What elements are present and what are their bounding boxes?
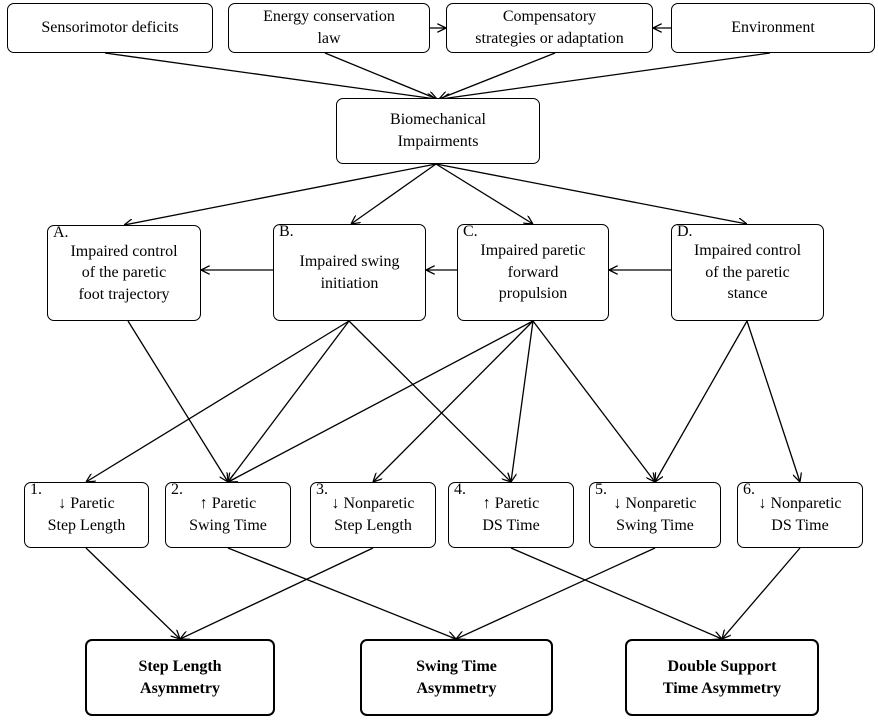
arrow-connector bbox=[746, 320, 800, 482]
gait-param-label: ↓ Paretic Step Length bbox=[47, 495, 126, 534]
outcome-label: Swing Time Asymmetry bbox=[416, 657, 497, 697]
outcome-step-length-asymmetry: Step Length Asymmetry bbox=[85, 639, 275, 716]
arrow-connector bbox=[351, 163, 437, 224]
impairment-label: Impaired control of the paretic stance bbox=[693, 242, 802, 303]
impairment-b-swing-initiation: B. Impaired swing initiation bbox=[273, 224, 426, 321]
gait-param-label: ↑ Paretic DS Time bbox=[482, 495, 540, 534]
impairment-a-foot-trajectory: A. Impaired control of the paretic foot … bbox=[47, 225, 201, 321]
impairment-tag: A. bbox=[53, 224, 69, 241]
arrow-connector bbox=[227, 547, 456, 639]
arrow-connector bbox=[124, 163, 437, 225]
outcome-label: Double Support Time Asymmetry bbox=[662, 657, 782, 697]
arrow-connector bbox=[324, 52, 437, 99]
gait-param-label: ↑ Paretic Swing Time bbox=[189, 495, 267, 534]
gait-param-tag: 2. bbox=[171, 481, 183, 498]
gait-param-4-paretic-ds-time: 4. ↑ Paretic DS Time bbox=[448, 482, 574, 548]
gait-param-1-paretic-step-length: 1. ↓ Paretic Step Length bbox=[24, 482, 149, 548]
factor-environment: Environment bbox=[671, 3, 875, 53]
factor-label: Compensatory strategies or adaptation bbox=[475, 8, 624, 47]
gait-param-label: ↓ Nonparetic Swing Time bbox=[613, 495, 697, 534]
arrow-connector bbox=[85, 547, 180, 639]
arrow-connector bbox=[180, 547, 374, 639]
arrow-connector bbox=[655, 320, 748, 482]
factor-label: Sensorimotor deficits bbox=[41, 19, 179, 37]
arrow-connector bbox=[228, 320, 350, 482]
impairment-c-forward-propulsion: C. Impaired paretic forward propulsion bbox=[457, 224, 609, 321]
gait-param-label: ↓ Nonparetic Step Length bbox=[331, 495, 415, 534]
impairment-d-paretic-stance: D. Impaired control of the paretic stanc… bbox=[671, 224, 824, 321]
outcome-swing-time-asymmetry: Swing Time Asymmetry bbox=[360, 639, 553, 716]
arrow-connector bbox=[456, 547, 656, 639]
factor-label: Energy conservation law bbox=[263, 8, 395, 47]
arrow-connector bbox=[228, 320, 534, 482]
outcome-double-support-asymmetry: Double Support Time Asymmetry bbox=[625, 639, 819, 716]
outcome-label: Step Length Asymmetry bbox=[138, 657, 222, 697]
gait-param-3-nonparetic-step-length: 3. ↓ Nonparetic Step Length bbox=[310, 482, 436, 548]
arrow-connector bbox=[510, 547, 722, 639]
arrow-connector bbox=[441, 52, 771, 99]
arrow-connector bbox=[373, 320, 534, 482]
arrow-connector bbox=[532, 320, 655, 482]
arrow-connector bbox=[348, 320, 511, 482]
center-label: Biomechanical Impairments bbox=[390, 111, 486, 150]
arrow-connector bbox=[127, 320, 228, 482]
factor-sensorimotor-deficits: Sensorimotor deficits bbox=[7, 3, 213, 53]
gait-param-tag: 6. bbox=[743, 481, 755, 498]
gait-param-5-nonparetic-swing-time: 5. ↓ Nonparetic Swing Time bbox=[589, 482, 721, 548]
arrow-connector bbox=[722, 547, 801, 639]
impairment-label: Impaired paretic forward propulsion bbox=[480, 242, 586, 303]
factor-label: Environment bbox=[731, 19, 815, 37]
biomechanical-impairments-node: Biomechanical Impairments bbox=[336, 98, 540, 164]
gait-param-tag: 1. bbox=[30, 481, 42, 498]
gait-param-tag: 5. bbox=[595, 481, 607, 498]
arrow-connector bbox=[86, 320, 350, 482]
arrow-connector bbox=[435, 163, 747, 224]
gait-param-tag: 3. bbox=[316, 481, 328, 498]
arrow-connector bbox=[511, 320, 534, 482]
arrow-connector bbox=[439, 52, 556, 99]
gait-param-6-nonparetic-ds-time: 6. ↓ Nonparetic DS Time bbox=[737, 482, 863, 548]
impairment-tag: C. bbox=[463, 223, 478, 240]
impairment-tag: B. bbox=[279, 223, 294, 240]
gait-param-label: ↓ Nonparetic DS Time bbox=[758, 495, 842, 534]
impairment-tag: D. bbox=[677, 223, 693, 240]
gait-param-tag: 4. bbox=[454, 481, 466, 498]
factor-energy-conservation: Energy conservation law bbox=[228, 3, 430, 53]
impairment-label: Impaired swing initiation bbox=[299, 252, 400, 292]
factor-compensatory-strategies: Compensatory strategies or adaptation bbox=[446, 3, 653, 53]
gait-param-2-paretic-swing-time: 2. ↑ Paretic Swing Time bbox=[165, 482, 291, 548]
arrow-connector bbox=[435, 163, 533, 224]
arrow-connector bbox=[104, 52, 436, 99]
impairment-label: Impaired control of the paretic foot tra… bbox=[70, 242, 178, 303]
